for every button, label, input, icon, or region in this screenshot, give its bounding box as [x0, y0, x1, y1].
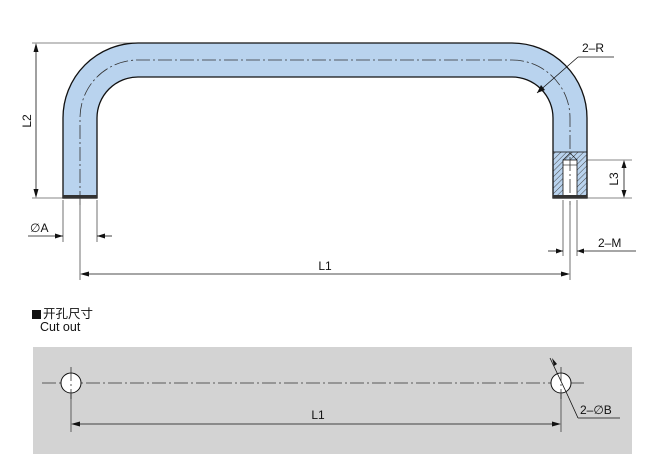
cutout-panel — [33, 347, 632, 454]
hole-diameter-leader — [549, 357, 620, 419]
l1-dimension — [79, 205, 571, 280]
l2-label: L2 — [20, 114, 34, 128]
right-hole — [550, 367, 572, 399]
radius-label: 2–R — [582, 41, 604, 55]
l3-label: L3 — [607, 172, 621, 186]
left-hole — [60, 367, 82, 399]
diameter-label: ∅A — [30, 221, 48, 235]
cutout-title-en: Cut out — [40, 320, 81, 334]
cutout-l1-dimension — [70, 394, 562, 432]
thread-dimension — [548, 200, 636, 256]
cutout-title-cn: 开孔尺寸 — [43, 307, 94, 321]
handle-body — [62, 42, 588, 199]
thread-label: 2–M — [598, 236, 621, 250]
cutout-l1-label: L1 — [311, 408, 325, 422]
l1-label: L1 — [318, 259, 332, 273]
square-bullet-icon — [32, 310, 41, 319]
cutout-title: 开孔尺寸 Cut out — [32, 308, 232, 334]
diameter-dimension — [28, 200, 112, 242]
hole-diameter-label: 2–∅B — [580, 403, 612, 417]
l3-dimension — [587, 159, 632, 199]
l2-dimension — [32, 42, 136, 199]
handle-centerline — [79, 59, 571, 205]
radius-leader — [536, 56, 614, 94]
